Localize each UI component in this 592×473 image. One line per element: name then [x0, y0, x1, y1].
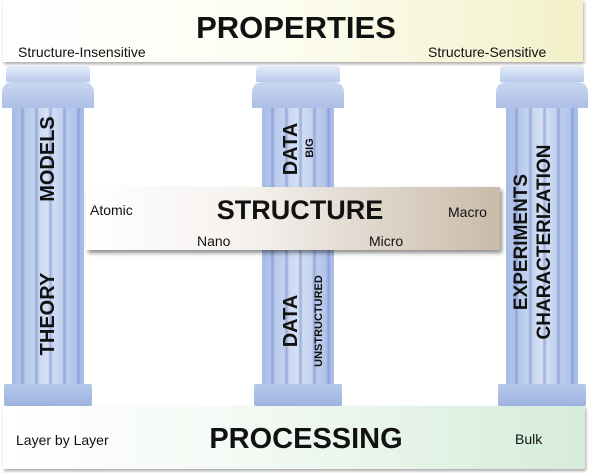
big-data-sublabel: BIG: [304, 138, 316, 158]
theory-label: THEORY: [37, 272, 59, 356]
right-pillar-capital: [500, 66, 584, 82]
macro-label: Macro: [448, 204, 487, 220]
processing-title: PROCESSING: [209, 423, 403, 455]
micro-label: Micro: [369, 233, 404, 249]
center-pillar-capital: [256, 66, 340, 82]
big-data-label: DATA: [280, 122, 302, 176]
center-pillar-base: [254, 384, 342, 406]
structure-insensitive-label: Structure-Insensitive: [18, 44, 146, 60]
left-pillar-capital-scroll: [2, 82, 94, 108]
structure-sensitive-label: Structure-Sensitive: [428, 44, 547, 60]
unstructured-data-sublabel: UNSTRUCTURED: [313, 275, 325, 367]
bulk-label: Bulk: [515, 431, 543, 447]
nano-label: Nano: [197, 233, 231, 249]
right-pillar-shaft: [506, 108, 578, 384]
processing-band: [3, 406, 585, 469]
models-label: MODELS: [37, 116, 59, 202]
right-pillar: [496, 66, 588, 406]
unstructured-data-label: DATA: [280, 294, 302, 348]
layer-by-layer-label: Layer by Layer: [16, 432, 109, 448]
atomic-label: Atomic: [90, 202, 133, 218]
left-pillar: [2, 66, 94, 406]
right-pillar-capital-scroll: [496, 82, 588, 108]
center-pillar-capital-scroll: [252, 82, 344, 108]
left-pillar-shaft: [12, 108, 84, 384]
properties-title: PROPERTIES: [196, 10, 396, 45]
left-pillar-capital: [6, 66, 90, 82]
left-pillar-base: [4, 384, 92, 406]
experiments-label: EXPERIMENTS: [511, 173, 532, 311]
right-pillar-base: [498, 384, 586, 406]
structure-title: STRUCTURE: [216, 195, 384, 225]
properties-band: [3, 0, 583, 62]
characterization-label: CHARACTERIZATION: [534, 144, 555, 340]
structure-bar: [86, 187, 500, 250]
